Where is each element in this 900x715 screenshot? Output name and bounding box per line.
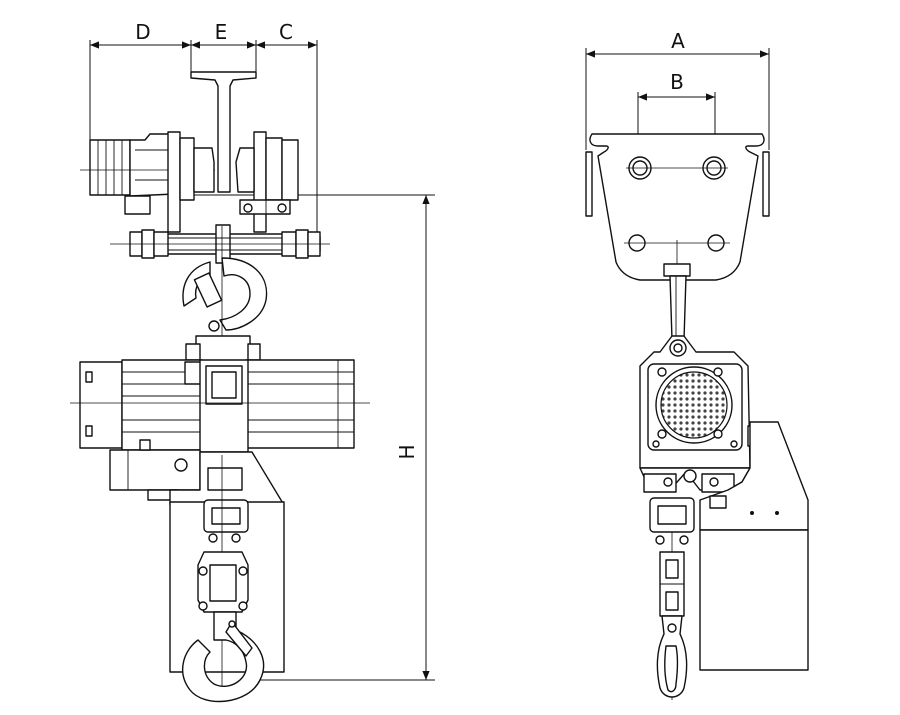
rivet <box>775 511 779 515</box>
dimension-h <box>180 194 435 681</box>
i-beam <box>190 71 257 193</box>
dim-label-c: C <box>279 20 293 44</box>
front-hook <box>656 615 688 698</box>
dim-label-a: A <box>671 29 685 53</box>
rivet <box>750 511 754 515</box>
bottom-hook <box>181 611 265 703</box>
suspension-link <box>669 275 687 341</box>
dim-label-e: E <box>215 20 228 44</box>
bottom-block <box>197 551 249 613</box>
trolley-frame <box>167 131 299 233</box>
side-view: D E C H <box>70 20 435 703</box>
control-box <box>109 439 201 501</box>
trolley-plate <box>585 133 770 290</box>
fan-grille <box>660 371 728 439</box>
dim-label-h: H <box>395 444 419 459</box>
front-chain-bag <box>699 421 809 671</box>
front-chain-guide <box>649 497 695 700</box>
front-lower-housing <box>639 467 751 493</box>
hoist-body <box>70 335 370 453</box>
chain-bag <box>169 451 285 700</box>
dimension-top-right <box>585 48 770 170</box>
dim-label-d: D <box>135 20 150 44</box>
dim-label-b: B <box>670 70 684 94</box>
top-hook <box>182 226 268 360</box>
hoist-front-body <box>639 335 767 469</box>
front-view: A B <box>585 29 809 700</box>
cross-shaft <box>110 224 330 264</box>
